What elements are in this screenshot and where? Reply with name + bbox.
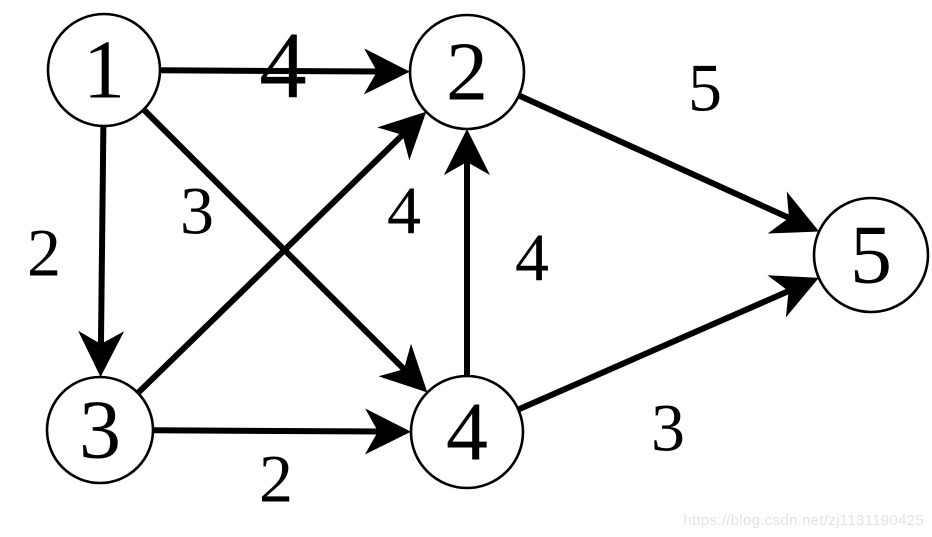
edge-weight-2-5: 5 xyxy=(688,49,722,125)
edge-weight-1-2: 4 xyxy=(259,12,307,118)
node-circle-1 xyxy=(46,12,162,128)
node-label-3: 3 xyxy=(79,384,121,477)
edge-1-4: 3 xyxy=(141,107,428,393)
edge-line-3-4 xyxy=(152,427,382,435)
node-circle-5 xyxy=(812,196,930,314)
arrowhead-icon xyxy=(377,111,427,161)
edge-weight-1-3: 2 xyxy=(27,214,61,290)
node-label-4: 4 xyxy=(446,386,488,479)
edge-line-3-2 xyxy=(135,130,407,396)
arrowhead-icon xyxy=(767,275,819,318)
arrowhead-icon xyxy=(767,191,820,234)
node-5: 5 xyxy=(812,196,930,314)
arrowhead-icon xyxy=(364,408,412,455)
edge-4-5: 3 xyxy=(517,275,819,465)
node-circle-4 xyxy=(409,374,525,490)
edge-weight-4-5: 3 xyxy=(651,389,685,465)
node-label-1: 1 xyxy=(83,24,125,117)
edge-weight-3-4: 2 xyxy=(259,440,293,516)
edge-line-4-5 xyxy=(517,287,793,413)
node-2: 2 xyxy=(408,13,526,131)
edge-3-4: 2 xyxy=(152,408,412,516)
arrowhead-icon xyxy=(78,330,125,378)
node-label-5: 5 xyxy=(850,209,892,302)
edge-weight-3-2: 4 xyxy=(387,172,421,248)
edge-line-1-3 xyxy=(97,125,107,348)
edge-4-2: 4 xyxy=(444,129,549,376)
node-circle-3 xyxy=(45,375,155,485)
edge-line-1-2 xyxy=(159,67,381,75)
edge-weight-1-4: 3 xyxy=(180,172,214,248)
edge-1-2: 4 xyxy=(159,12,411,118)
node-1: 1 xyxy=(46,12,162,128)
edge-line-1-4 xyxy=(141,107,409,374)
node-label-2: 2 xyxy=(446,26,488,119)
arrowhead-icon xyxy=(444,129,490,175)
edge-3-2: 4 xyxy=(135,111,427,396)
watermark-text: https://blog.csdn.net/zj1131190425 xyxy=(683,512,924,529)
node-4: 4 xyxy=(409,374,525,490)
arrowhead-icon xyxy=(378,343,428,393)
node-circle-2 xyxy=(408,13,526,131)
edge-1-3: 2 xyxy=(27,125,125,378)
arrowhead-icon xyxy=(363,48,411,95)
edge-2-5: 5 xyxy=(517,49,820,234)
node-3: 3 xyxy=(45,375,155,485)
edge-weight-4-2: 4 xyxy=(515,219,549,295)
edge-line-2-5 xyxy=(517,92,793,222)
